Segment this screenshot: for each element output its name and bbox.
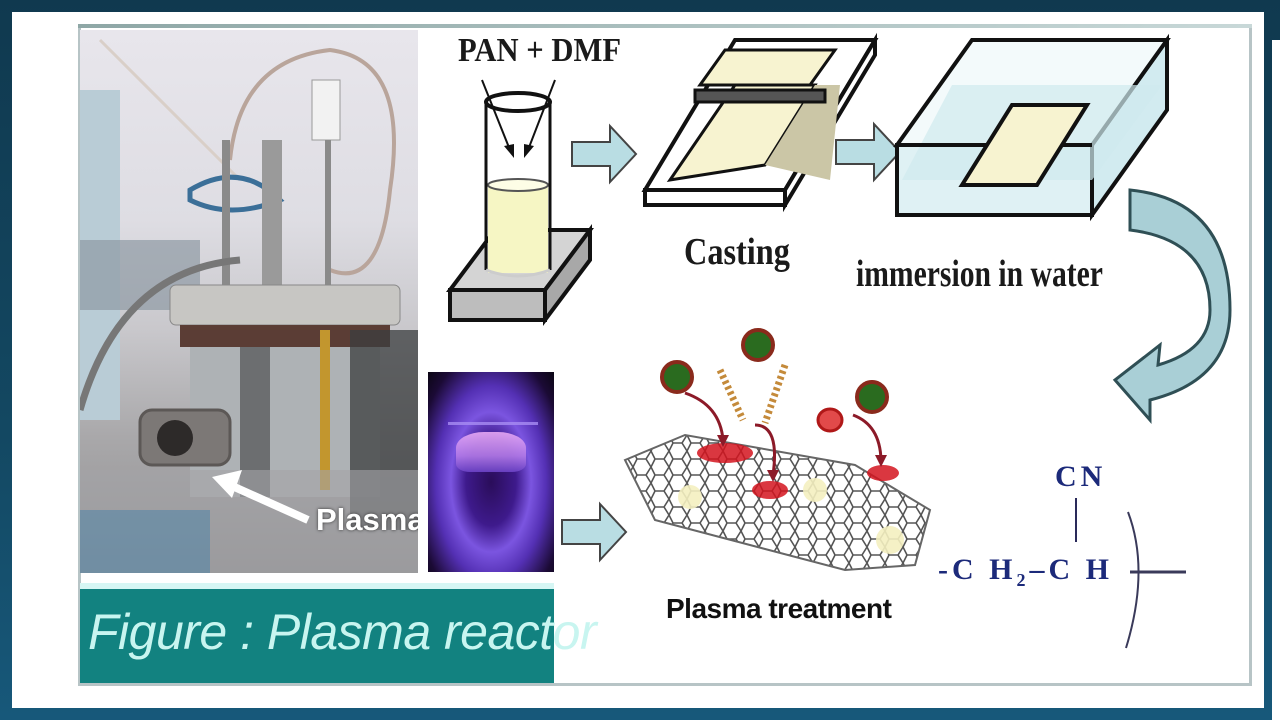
plasma-glow-core [456, 432, 526, 472]
chem-vertical-bond [1075, 498, 1077, 542]
arrow-right-icon [571, 123, 638, 185]
beaker-on-stirrer-icon [446, 79, 594, 326]
chem-bond: – [1029, 553, 1049, 586]
plasma-glow-streak [448, 422, 538, 425]
step-label-casting: Casting [684, 231, 790, 273]
nanotube-plasma-treatment-illustration [623, 328, 932, 572]
step-label-plasma-treatment: Plasma treatment [666, 593, 892, 624]
edge-strip [1272, 40, 1280, 720]
reactor-photo: Plasma [80, 30, 418, 573]
chem-ch-group: C H [1048, 553, 1113, 586]
curved-arrow-icon [1112, 188, 1232, 424]
chem-substituent-cn: CN [1055, 460, 1107, 493]
chem-subscript: 2 [1016, 570, 1030, 590]
casting-plate-icon [641, 32, 879, 213]
step-label-pan-dmf: PAN + DMF [458, 32, 622, 69]
arrow-right-icon [561, 501, 628, 563]
plasma-glow-photo [428, 372, 554, 572]
step-label-immersion: immersion in water [856, 253, 1103, 295]
figure-caption-bar: Figure : Plasma reactor [80, 583, 597, 683]
chem-repeat-bracket [1125, 511, 1186, 649]
figure-caption: Figure : Plasma reactor [88, 604, 597, 660]
arrow-right-icon [835, 121, 902, 183]
defect-spot [876, 526, 904, 554]
defect-spot [803, 478, 827, 502]
reactor-illustration [80, 38, 418, 573]
plasma-photo-label: Plasma [316, 502, 418, 537]
chem-chain: -C H2–C H [938, 553, 1113, 591]
frame-top-border [78, 24, 1252, 28]
chem-ch2-group: -C H [938, 553, 1017, 586]
defect-spot [678, 485, 702, 509]
water-bath-icon [893, 33, 1171, 222]
